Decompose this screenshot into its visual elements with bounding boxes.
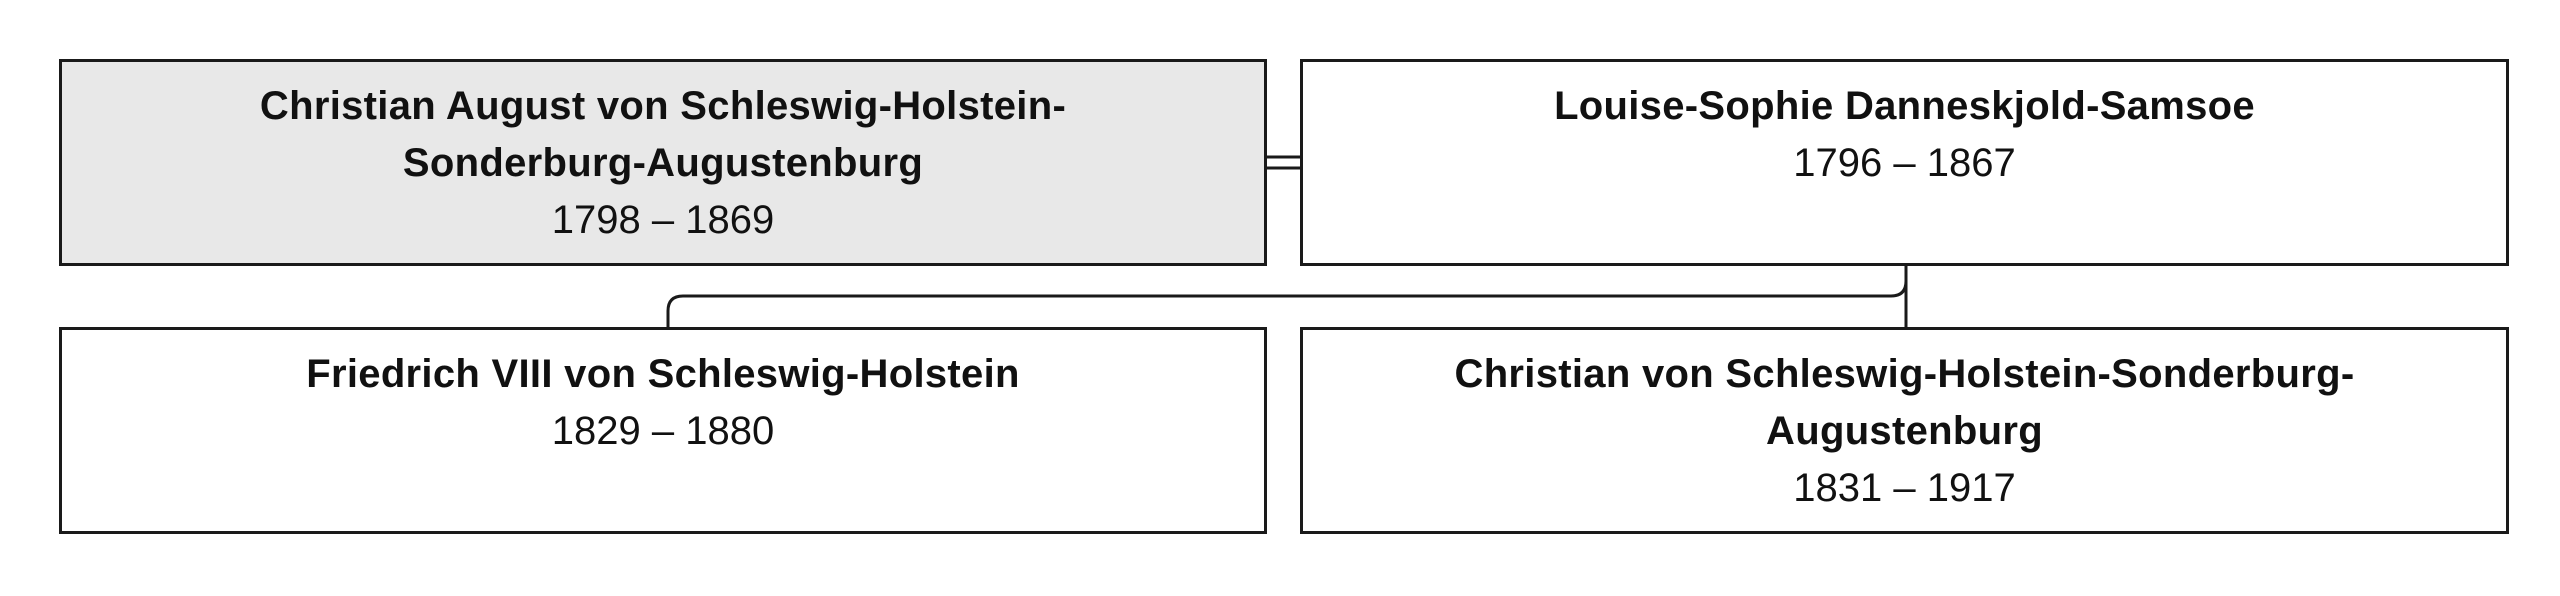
person-box-christian-august[interactable]: Christian August von Schleswig-Holstein-… — [59, 59, 1267, 266]
person-box-friedrich-viii[interactable]: Friedrich VIII von Schleswig-Holstein 18… — [59, 327, 1267, 534]
person-dates: 1798 – 1869 — [551, 198, 775, 242]
person-box-louise-sophie[interactable]: Louise-Sophie Danneskjold-Samsoe 1796 – … — [1300, 59, 2509, 266]
person-name: Louise-Sophie Danneskjold-Samsoe — [1554, 84, 2255, 128]
person-dates: 1796 – 1867 — [1793, 141, 2016, 185]
person-name: Friedrich VIII von Schleswig-Holstein — [306, 352, 1020, 396]
descent-line-branch — [666, 266, 1908, 327]
person-dates: 1829 – 1880 — [551, 409, 775, 453]
person-dates: 1831 – 1917 — [1793, 466, 2016, 510]
person-name: Christian von Schleswig-Holstein-Sonderb… — [1454, 352, 2355, 453]
person-box-christian[interactable]: Christian von Schleswig-Holstein-Sonderb… — [1300, 327, 2509, 534]
person-name: Christian August von Schleswig-Holstein-… — [259, 84, 1067, 185]
